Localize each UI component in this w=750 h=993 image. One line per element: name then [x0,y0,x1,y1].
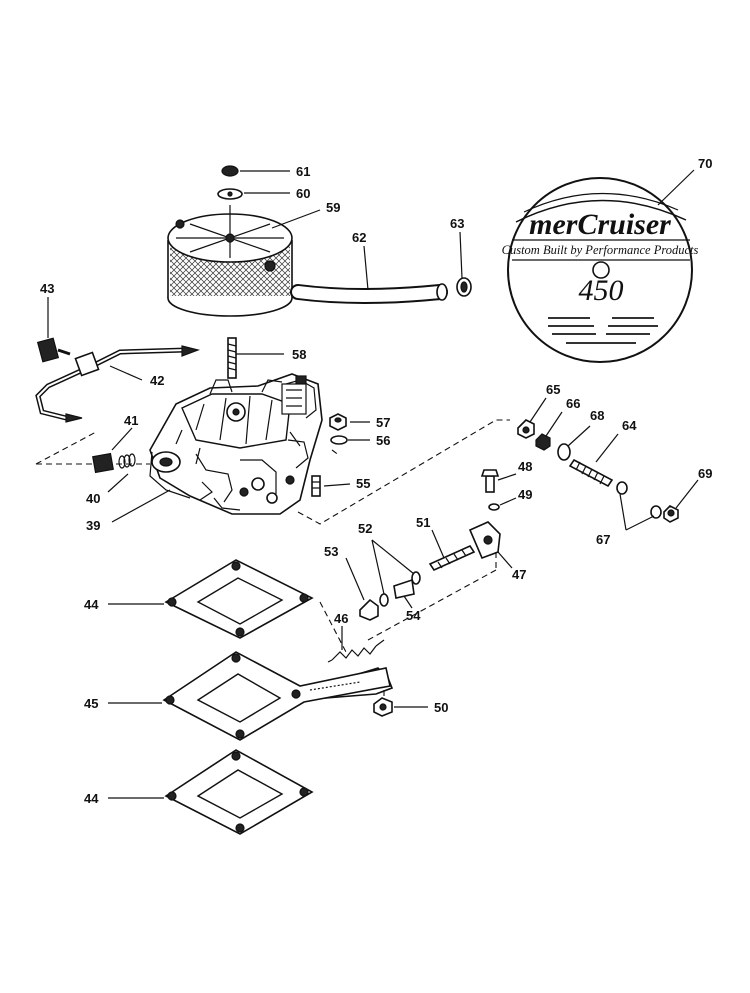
callout-53: 53 [324,544,338,559]
washer-68 [557,443,571,461]
washer-67b [650,505,662,519]
stud-51 [428,544,476,572]
spring-41 [118,453,136,469]
washer-67a [616,481,628,495]
callout-70: 70 [698,156,712,171]
mercruiser-decal: merCruiser Custom Built by Performance P… [502,177,699,363]
callout-45: 45 [84,696,98,711]
nut-57 [329,413,347,431]
callout-62: 62 [352,230,366,245]
callout-61: 61 [296,164,310,179]
callout-54: 54 [406,608,421,623]
callout-58: 58 [292,347,306,362]
pin-55 [311,475,321,497]
callout-51: 51 [416,515,430,530]
leader-lines [47,169,699,799]
callout-64: 64 [622,418,637,433]
bolt-48 [485,475,495,493]
callout-63: 63 [450,216,464,231]
lock-nut-66 [535,433,551,451]
callout-68: 68 [590,408,604,423]
callout-numbers: 61 60 59 62 63 70 43 42 58 57 56 55 41 4… [40,156,712,806]
callout-43: 43 [40,281,54,296]
air-cleaner-assembly [167,165,293,317]
callout-69: 69 [698,466,712,481]
callout-55: 55 [356,476,370,491]
callout-60: 60 [296,186,310,201]
decal-brand: merCruiser [529,208,671,241]
callout-44-lower: 44 [84,791,99,806]
air-cleaner-clip [264,260,276,272]
washer-56 [330,435,348,445]
vent-hose [290,277,472,304]
callout-44-upper: 44 [84,597,99,612]
wing-nut-61 [221,165,239,177]
callout-40: 40 [86,491,100,506]
gasket-upper-44 [164,559,314,639]
callout-42: 42 [150,373,164,388]
callout-57: 57 [376,415,390,430]
callout-47: 47 [512,567,526,582]
decal-tagline: Custom Built by Performance Products [502,243,699,257]
fuel-line [35,337,201,423]
callout-56: 56 [376,433,390,448]
decal-model: 450 [579,274,624,307]
stud-hardware [517,419,679,523]
fuel-filter-element [35,431,150,474]
gasket-lower-44 [164,749,314,835]
washer-49 [488,503,500,511]
callout-67: 67 [596,532,610,547]
callout-65: 65 [546,382,560,397]
washer-52b [411,571,421,585]
callout-48: 48 [518,459,532,474]
nut-53 [359,598,379,621]
fuel-filter-43 [36,337,60,363]
spring-46 [327,639,385,663]
washer-52a [379,593,389,607]
carburetor [149,373,323,515]
callout-39: 39 [86,518,100,533]
callout-66: 66 [566,396,580,411]
callout-41: 41 [124,413,138,428]
callout-52: 52 [358,521,372,536]
spacer-plate-45 [162,651,391,741]
callout-59: 59 [326,200,340,215]
stud-64 [568,458,614,488]
callout-50: 50 [434,700,448,715]
stud-58 [227,337,237,379]
spacer-54 [393,578,415,599]
callout-49: 49 [518,487,532,502]
callout-46: 46 [334,611,348,626]
